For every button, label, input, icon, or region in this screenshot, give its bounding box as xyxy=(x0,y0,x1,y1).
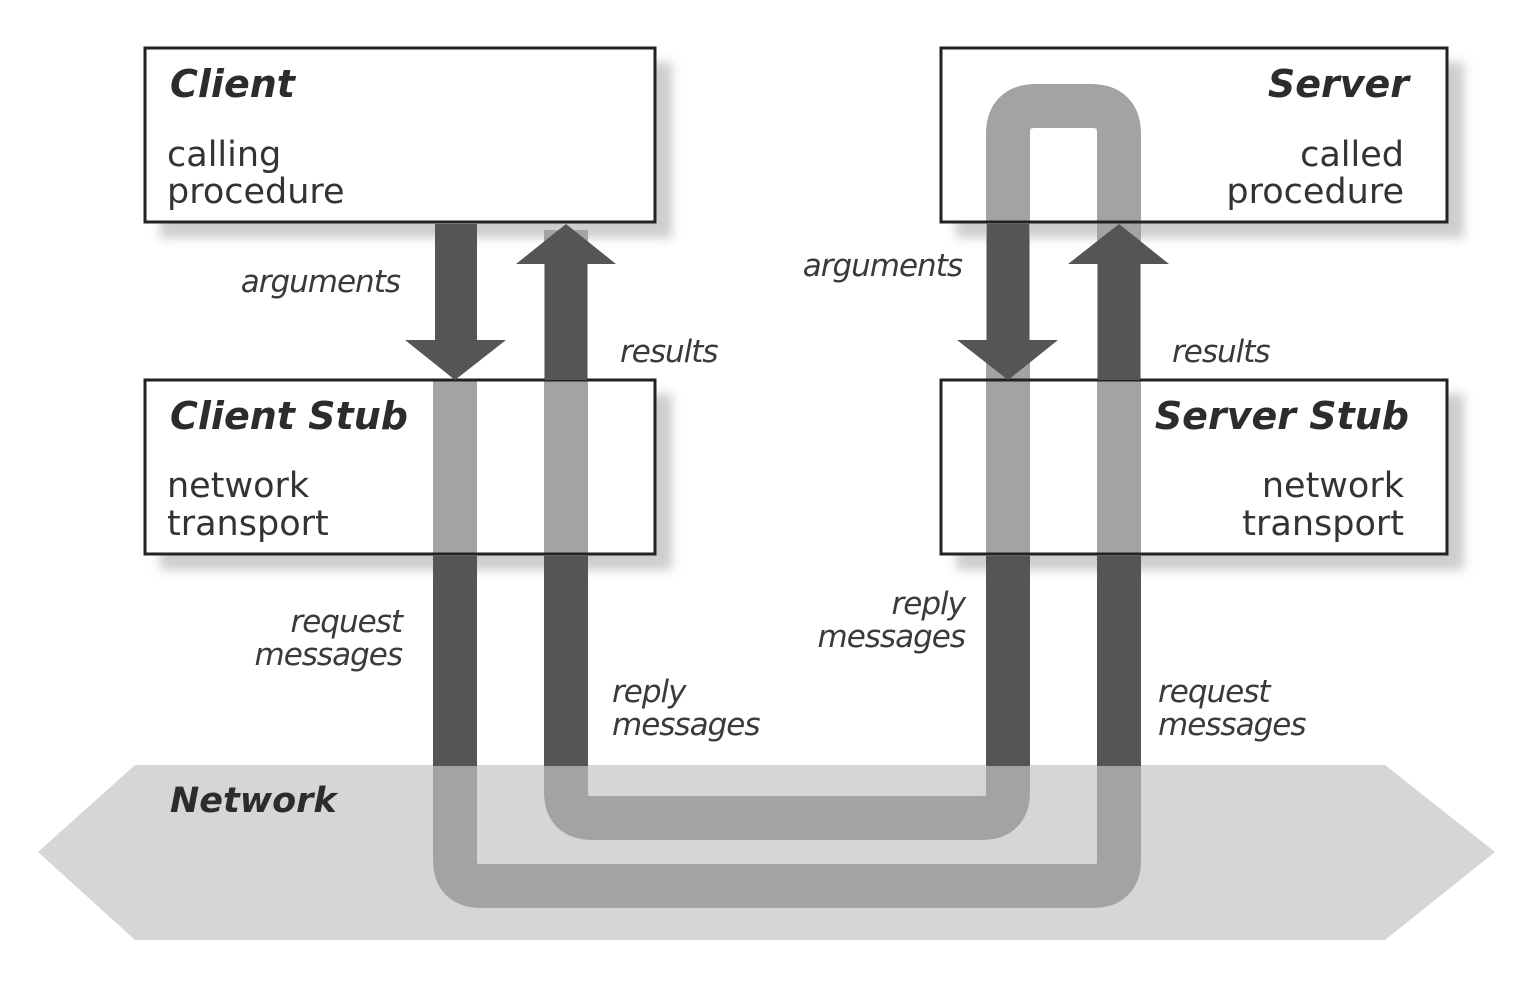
client-results-label: results xyxy=(620,334,718,370)
client-box xyxy=(143,46,657,224)
server-reply-label-1: reply xyxy=(892,586,967,622)
server-stub-title: Server Stub xyxy=(1155,394,1409,438)
client-arguments-arrow xyxy=(405,224,506,380)
client-stub-title: Client Stub xyxy=(170,394,408,438)
server-line2: procedure xyxy=(1226,172,1404,212)
server-stub-border xyxy=(939,378,1449,556)
client-line2: procedure xyxy=(167,172,345,212)
server-title: Server xyxy=(1268,62,1411,106)
server-request-label-1: request xyxy=(1158,674,1272,710)
server-arguments-arrow xyxy=(957,224,1058,380)
client-stub-line1: network xyxy=(167,466,310,506)
request-loop-path xyxy=(433,230,1141,908)
client-arguments-label: arguments xyxy=(241,264,401,300)
server-stub-line1: network xyxy=(1262,466,1405,506)
client-request-label-2: messages xyxy=(255,637,403,673)
client-request-label-1: request xyxy=(290,604,404,640)
client-stub-border xyxy=(143,378,657,556)
server-line1: called xyxy=(1300,135,1404,175)
server-procedure-loop-inner xyxy=(986,84,1141,222)
stub-loop-segments xyxy=(433,380,1141,554)
client-reply-label-2: messages xyxy=(612,707,760,743)
client-results-arrow xyxy=(516,224,616,380)
client-stub-line2: transport xyxy=(167,504,329,544)
server-box xyxy=(939,46,1449,224)
reply-loop-path xyxy=(544,230,1030,840)
dark-message-bars xyxy=(433,556,1141,766)
server-stub-line2: transport xyxy=(1242,504,1404,544)
client-line1: calling xyxy=(167,135,281,175)
server-results-arrow xyxy=(1068,224,1169,380)
network-label: Network xyxy=(170,781,339,821)
server-request-label-2: messages xyxy=(1158,707,1306,743)
client-reply-label-1: reply xyxy=(612,674,687,710)
client-title: Client xyxy=(170,62,297,106)
server-reply-label-2: messages xyxy=(818,619,966,655)
server-results-label: results xyxy=(1172,334,1270,370)
server-arguments-label: arguments xyxy=(803,248,963,284)
